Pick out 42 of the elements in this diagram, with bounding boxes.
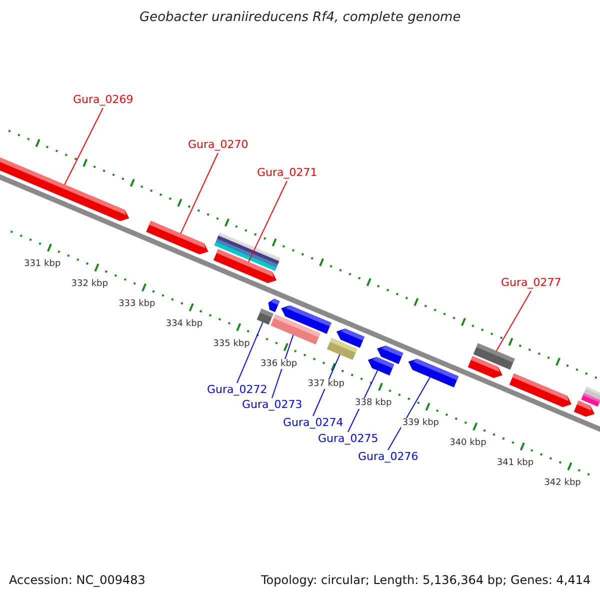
leader-line: [236, 322, 264, 384]
gene-feature: [509, 374, 572, 408]
gene-label: Gura_0274: [283, 416, 344, 430]
leader-line: [64, 108, 104, 186]
leader-line: [388, 376, 430, 450]
gene-feature: [408, 358, 459, 388]
scale-label: 332 kbp: [70, 279, 109, 290]
gene-label: Gura_0270: [188, 138, 248, 152]
scale-label: 338 kbp: [354, 398, 393, 409]
gene-feature: [368, 357, 394, 376]
gene-feature: [377, 346, 404, 364]
gene-label: Gura_0275: [318, 432, 378, 446]
title: Geobacter uraniireducens Rf4, complete genome: [140, 10, 461, 26]
scale-label: 336 kbp: [259, 358, 298, 370]
scale-label: 337 kbp: [306, 378, 346, 389]
gene-label: Gura_0276: [358, 450, 418, 464]
scale-label: 340 kbp: [448, 438, 488, 449]
gene-label: Gura_0271: [257, 166, 318, 180]
scale-label: 331 kbp: [22, 259, 62, 270]
gene-label: Gura_0272: [207, 384, 268, 396]
scale-label: 342 kbp: [543, 478, 582, 488]
gene-feature: [268, 298, 280, 312]
scale-label: 341 kbp: [496, 458, 535, 468]
scale-label: 335 kbp: [212, 338, 251, 350]
gene-feature: [336, 328, 365, 348]
scale-label: 333 kbp: [118, 299, 156, 310]
scale-label: 339 kbp: [401, 418, 440, 429]
leader-line: [180, 152, 218, 234]
gene-feature: [146, 220, 208, 254]
gene-label: Gura_0269: [73, 94, 134, 106]
gene-block: [581, 393, 600, 407]
gene-block: [256, 308, 274, 325]
genome-summary: Topology: circular; Length: 5,136,364 bp; Genes: 4,414: [261, 574, 591, 588]
gene-feature: [0, 156, 130, 222]
gene-label: Gura_0273: [242, 398, 302, 412]
gene-feature: [281, 305, 332, 334]
scale-label: 334 kbp: [164, 318, 204, 330]
gene-label: Gura_0277: [501, 276, 562, 290]
gene-feature: [468, 356, 502, 378]
leader-line: [248, 180, 288, 262]
accession-note: Accession: NC_009483: [9, 574, 146, 588]
leader-line: [496, 290, 532, 352]
